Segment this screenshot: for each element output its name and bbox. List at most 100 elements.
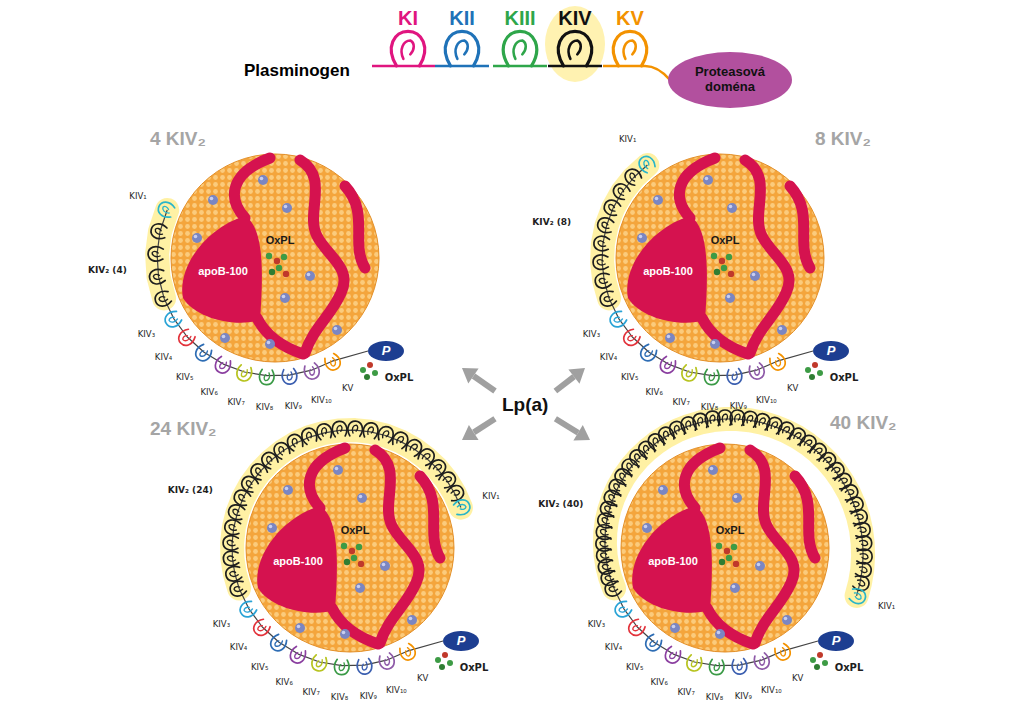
kringle-loop [773,642,793,662]
kringle-outer [726,368,742,385]
kringle-inner [618,605,628,614]
sphere [282,203,292,213]
sphere-shine [729,205,733,209]
sphere-shine [409,617,413,621]
kringle-label: KIV₁ [878,602,895,612]
kringle-inner [601,222,610,229]
kringle-loop [237,599,257,619]
kringle-inner [632,623,641,632]
oxpl-atom [724,548,730,554]
sphere [208,195,218,205]
connector-arrow [555,419,590,441]
kringle-label: KIV₁₀ [756,396,777,406]
kringle-outer [599,500,618,519]
center-label: Lp(a) [502,394,548,416]
oxpl-atom [714,269,720,275]
protease-label: P [382,344,391,359]
sphere-shine [307,273,311,277]
sphere [653,195,663,205]
kringle-loop [643,633,664,654]
apob-ribbon [420,476,440,558]
kringle-inner [685,420,692,429]
sphere-shine [655,197,659,201]
kringle-loop [223,551,239,567]
sphere [267,523,277,533]
kringle-inner [732,372,738,381]
kringle-inner [321,427,328,436]
kringle-loop [378,652,396,671]
kringle-outer [323,352,343,372]
kringle-outer [378,652,396,671]
kringle-inner [616,187,626,196]
kringle-inner [433,463,442,472]
kringle-outer [603,580,622,599]
variant-heading: 40 KIV₂ [830,412,897,434]
sphere-shine [194,235,198,239]
kringle-loop [224,565,242,582]
oxpl-atom [356,544,362,550]
kringle-label: KIV₉ [735,692,752,702]
kringle-inner [599,277,608,284]
kringle-outer [416,446,437,467]
kringle-inner [649,638,658,648]
kringle-inner [782,425,790,435]
kringle-inner [850,501,859,509]
kringle-loop [709,659,725,675]
kringle-inner [858,527,867,533]
kringle-loop [663,646,683,666]
kringle-loop [259,369,275,385]
variant-heading: 24 KIV₂ [150,418,217,440]
kringle-outer [613,31,646,66]
kringle-loop [598,290,617,309]
oxpl-atom [805,367,811,373]
oxpl-atom [719,258,725,264]
oxpl-label: OxPL [835,662,864,674]
kringle-inner [339,663,345,671]
connector-line [474,419,495,433]
kringle-inner [265,456,274,465]
apob-ribbon [345,186,365,268]
sphere-shine [717,631,721,635]
sphere-shine [285,487,289,491]
kringle-outer [622,166,643,187]
sphere-shine [667,335,671,339]
kringle-loop [315,422,332,440]
connector-arrow [462,368,495,391]
apob-ribbon [707,608,753,644]
kringle-outer [558,31,591,66]
kringle-label: KIV₇ [673,398,690,408]
oxpl-atom [731,544,737,550]
apob-label: apoB-100 [273,555,323,568]
lipid-core [171,154,379,362]
apob-ribbon [702,318,748,354]
oxpl-atom [439,664,445,670]
kringle-inner [600,553,608,559]
kringle-outer [596,512,614,530]
kringle-outer [438,469,459,490]
oxpl-atom [360,367,366,373]
kringle-outer [259,449,280,470]
repeat-label: KIV₂ (4) [88,265,127,275]
apob-ribbon [234,158,270,218]
kringle-loop [300,426,319,445]
sphere-shine [342,631,346,635]
sphere-shine [779,327,783,331]
kringle-loop [228,580,247,599]
kringle-loop [753,652,771,671]
kringle-loop [150,222,168,240]
apob-protein: apoB-100 [250,503,342,618]
kringle-outer [404,437,424,457]
kringle-inner [859,566,868,572]
kringle-inner [153,274,162,280]
lipid-core [621,444,829,652]
kringle-outer [445,31,478,66]
sphere-shine [727,295,731,299]
kringle-inner [831,466,841,475]
kringle-name: KV [616,7,644,30]
kringle-outer [356,658,372,675]
kringle-loop [176,328,197,349]
kringle-outer [251,618,272,639]
connector-arrow [555,368,585,391]
kringle-inner [457,503,466,511]
